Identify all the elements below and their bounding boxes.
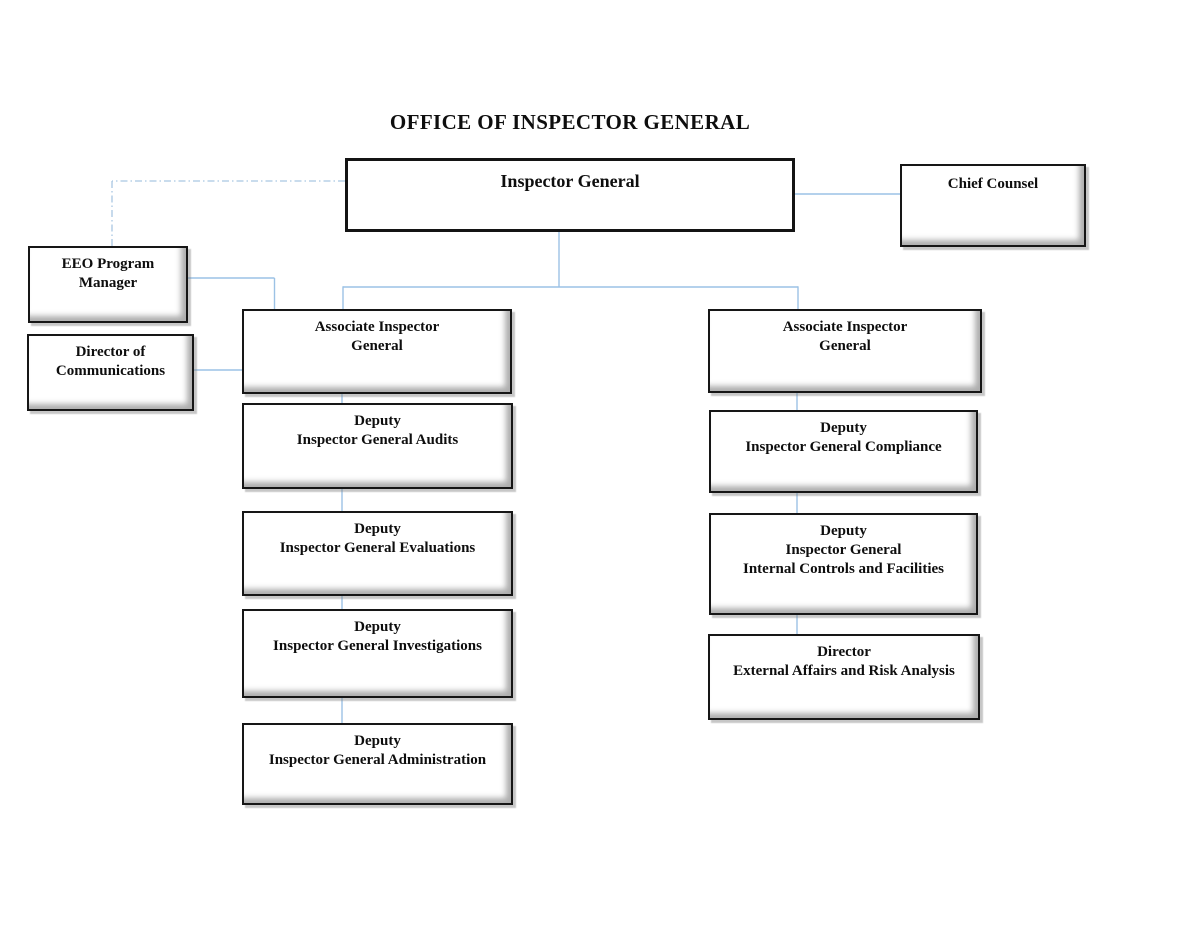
- org-box-label: EEO Program: [61, 256, 155, 272]
- org-box-label: Deputy: [354, 413, 401, 429]
- org-box-chief-counsel: Chief Counsel: [900, 164, 1086, 247]
- org-box-deputy-ig-internal-controls: Deputy Inspector General Internal Contro…: [709, 513, 978, 615]
- org-box-label: External Affairs and Risk Analysis: [733, 663, 955, 679]
- org-box-label: Inspector General Evaluations: [279, 540, 476, 556]
- page-title: OFFICE OF INSPECTOR GENERAL: [389, 110, 751, 134]
- org-box-director-external-affairs: Director External Affairs and Risk Analy…: [708, 634, 980, 720]
- org-box-label: Associate Inspector: [782, 319, 908, 335]
- org-box-deputy-ig-compliance: Deputy Inspector General Compliance: [709, 410, 978, 493]
- org-box-inspector-general: Inspector General: [345, 158, 795, 232]
- org-box-label: General: [819, 338, 871, 354]
- org-box-label: Director: [817, 644, 871, 660]
- org-box-label: Associate Inspector: [314, 319, 440, 335]
- org-box-label: Inspector General Audits: [296, 432, 459, 448]
- org-box-deputy-ig-investigations: Deputy Inspector General Investigations: [242, 609, 513, 698]
- org-box-label: Communications: [55, 363, 166, 379]
- org-box-deputy-ig-evaluations: Deputy Inspector General Evaluations: [242, 511, 513, 596]
- org-box-label: Internal Controls and Facilities: [743, 561, 944, 577]
- org-box-deputy-ig-audits: Deputy Inspector General Audits: [242, 403, 513, 489]
- org-box-label: Deputy: [354, 733, 401, 749]
- solid-connectors: [188, 193, 901, 724]
- org-box-label: Deputy: [354, 521, 401, 537]
- org-box-label: General: [351, 338, 403, 354]
- org-box-label: Manager: [78, 275, 138, 291]
- dashed-connectors: [111, 180, 345, 246]
- org-box-associate-inspector-general-right: Associate Inspector General: [708, 309, 982, 393]
- org-box-label: Inspector General Compliance: [745, 439, 942, 455]
- org-box-label: Deputy: [820, 523, 867, 539]
- org-box-label: Inspector General Investigations: [273, 638, 482, 654]
- org-box-label: Deputy: [354, 619, 401, 635]
- org-box-label: Inspector General: [500, 171, 640, 191]
- org-box-director-of-communications: Director of Communications: [27, 334, 194, 411]
- org-box-label: Chief Counsel: [947, 176, 1039, 192]
- org-box-eeo-program-manager: EEO Program Manager: [28, 246, 188, 323]
- org-box-label: Director of: [75, 344, 146, 360]
- org-box-label: Inspector General: [785, 542, 902, 558]
- org-box-label: Inspector General Administration: [268, 752, 487, 768]
- org-box-associate-inspector-general-left: Associate Inspector General: [242, 309, 512, 394]
- org-box-label: Deputy: [820, 420, 867, 436]
- org-box-deputy-ig-administration: Deputy Inspector General Administration: [242, 723, 513, 805]
